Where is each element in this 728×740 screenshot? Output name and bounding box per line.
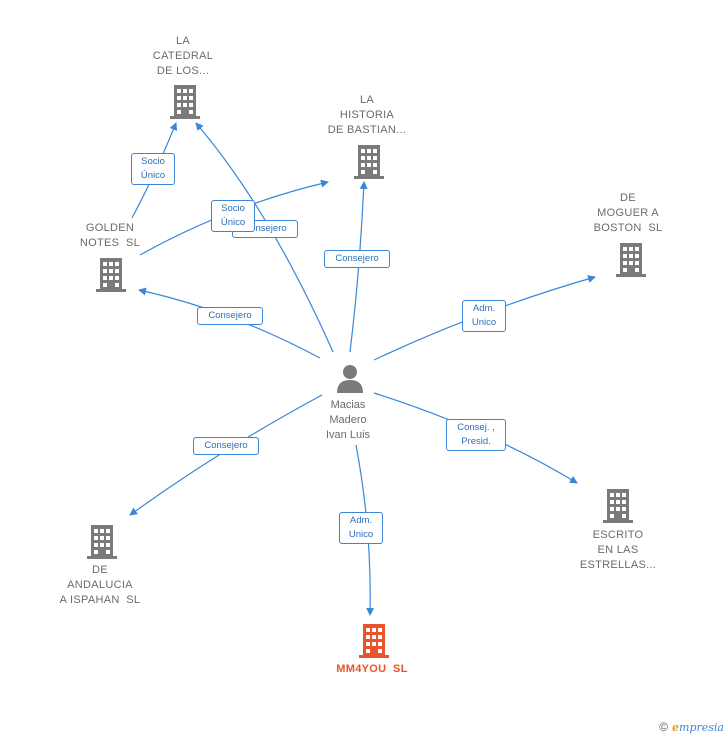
building-icon-escrito[interactable] <box>601 488 635 524</box>
edge-label-person-catedral[interactable]: Socio Único <box>211 200 255 232</box>
node-label-line: DE <box>92 564 108 576</box>
edge-label-line: Consejero <box>243 223 287 234</box>
edge-label-line: Consejero <box>335 253 379 264</box>
edge-person-andalucia <box>129 394 323 516</box>
building-icon-catedral[interactable] <box>168 84 202 120</box>
node-label-line: DE <box>620 192 636 204</box>
node-label-line: ANDALUCIA <box>67 579 133 591</box>
node-label-line: CATEDRAL <box>152 50 214 62</box>
node-label-line: HISTORIA <box>339 109 395 121</box>
building-icon-historia[interactable] <box>352 144 386 180</box>
node-label-line: NOTES SL <box>79 237 141 249</box>
edge-label-person-golden[interactable]: Consejero <box>197 307 263 325</box>
node-label-mm4you[interactable]: MM4YOU SL <box>322 662 422 677</box>
edge-label-line: Socio <box>221 203 245 214</box>
node-label-line: EN LAS <box>597 544 639 556</box>
edge-label-person-historia[interactable]: Consejero <box>324 250 390 268</box>
edge-label-person-escrito[interactable]: Consej. , Presid. <box>446 419 506 451</box>
edge-label-person-andalucia[interactable]: Consejero <box>193 437 259 455</box>
node-label-line: GOLDEN <box>85 222 135 234</box>
node-label-line: DE LOS... <box>156 65 210 77</box>
node-label-line: ESTRELLAS... <box>579 559 657 571</box>
node-label-line: ESCRITO <box>592 529 644 541</box>
edge-label-line: Único <box>220 217 246 228</box>
node-label-andalucia[interactable]: DE ANDALUCIA A ISPAHAN SL <box>46 563 154 608</box>
node-label-golden[interactable]: GOLDEN NOTES SL <box>62 221 158 251</box>
edge-label-line: Consejero <box>204 440 248 451</box>
node-label-line: MM4YOU SL <box>336 663 408 675</box>
edge-label-line: Unico <box>348 529 374 540</box>
node-label-line: LA <box>175 35 191 47</box>
edge-label-line: Unico <box>471 317 497 328</box>
edge-person-historia <box>349 181 368 353</box>
person-name-line: Macias <box>330 399 366 411</box>
building-icon-mm4you[interactable] <box>357 623 391 659</box>
brand-initial: e <box>672 720 680 734</box>
edge-label-line: Adm. <box>472 303 496 314</box>
edge-label-person-mm4you[interactable]: Adm. Unico <box>339 512 383 544</box>
footer-credit[interactable]: © empresia <box>659 720 724 734</box>
building-icon-golden[interactable] <box>94 257 128 293</box>
node-label-line: DE BASTIAN... <box>327 124 407 136</box>
brand-logo: empresia <box>672 721 724 734</box>
edge-label-line: Consej. , <box>457 422 495 433</box>
building-icon-moguer[interactable] <box>614 242 648 278</box>
brand-rest: mpresia <box>679 720 724 734</box>
edge-label-golden-catedral[interactable]: Socio Único <box>131 153 175 185</box>
node-label-historia[interactable]: LA HISTORIA DE BASTIAN... <box>317 93 417 138</box>
edge-label-line: Socio <box>141 156 165 167</box>
edge-label-person-moguer[interactable]: Adm. Unico <box>462 300 506 332</box>
edge-label-line: Consejero <box>208 310 252 321</box>
person-name-line: Ivan Luis <box>325 429 371 441</box>
person-icon[interactable] <box>334 362 366 394</box>
node-label-line: MOGUER A <box>597 207 659 219</box>
person-name-line: Madero <box>329 414 367 426</box>
person-name[interactable]: Macias Madero Ivan Luis <box>298 398 398 443</box>
node-label-catedral[interactable]: LA CATEDRAL DE LOS... <box>135 34 231 79</box>
edge-label-line: Adm. <box>349 515 373 526</box>
node-label-line: A ISPAHAN SL <box>59 594 141 606</box>
node-label-line: LA <box>359 94 375 106</box>
node-label-escrito[interactable]: ESCRITO EN LAS ESTRELLAS... <box>568 528 668 573</box>
edge-label-line: Presid. <box>461 436 491 447</box>
copyright-icon: © <box>659 720 669 734</box>
node-label-line: BOSTON SL <box>593 222 663 234</box>
edge-label-line: Único <box>140 170 166 181</box>
building-icon-andalucia[interactable] <box>85 524 119 560</box>
node-label-moguer[interactable]: DE MOGUER A BOSTON SL <box>580 191 676 236</box>
